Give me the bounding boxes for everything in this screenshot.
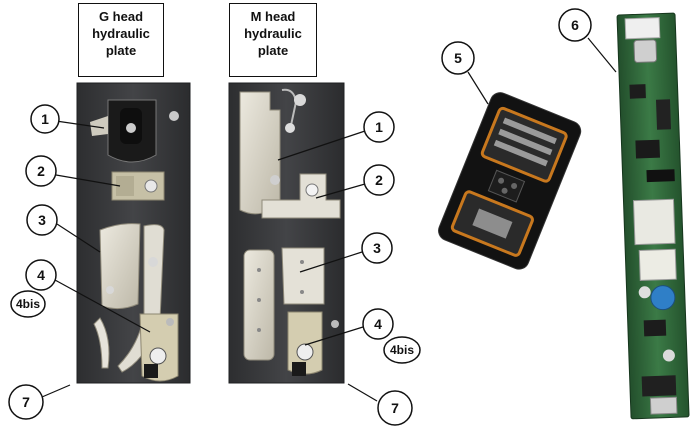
m-head-title-box: M head hydraulic plate bbox=[229, 3, 317, 77]
pcb-board bbox=[616, 12, 690, 420]
g-callout-4bis: 4bis bbox=[16, 297, 40, 311]
callout-5: 5 bbox=[454, 50, 462, 66]
connector-module bbox=[438, 92, 582, 270]
g-head-title-line-2: hydraulic bbox=[92, 26, 150, 41]
m-callouts: 1 2 3 4 4bis 7 bbox=[361, 111, 421, 426]
m-callout-3: 3 bbox=[373, 240, 381, 256]
m-callout-2: 2 bbox=[375, 172, 383, 188]
g-head-title-line-3: plate bbox=[105, 43, 137, 58]
g-head-title-box: G head hydraulic plate bbox=[78, 3, 164, 77]
g-callouts: 1 2 3 4 4bis 7 bbox=[8, 104, 60, 420]
g-callout-3: 3 bbox=[38, 212, 46, 228]
m-callout-1: 1 bbox=[375, 119, 383, 135]
callout-6: 6 bbox=[571, 17, 579, 33]
leader-lines bbox=[41, 37, 617, 402]
right-callouts: 5 6 bbox=[441, 8, 592, 75]
m-callout-4: 4 bbox=[374, 316, 382, 332]
g-callout-2: 2 bbox=[37, 163, 45, 179]
m-head-title-line-2: hydraulic bbox=[244, 26, 302, 41]
g-callout-1: 1 bbox=[41, 111, 49, 127]
m-head-plate bbox=[228, 82, 345, 384]
m-head-title-line-3: plate bbox=[257, 43, 289, 58]
g-head-title-line-1: G head bbox=[98, 9, 144, 24]
m-head-title-line-1: M head bbox=[250, 9, 296, 24]
m-callout-7: 7 bbox=[391, 400, 399, 416]
m-callout-4bis: 4bis bbox=[390, 343, 414, 357]
g-callout-4: 4 bbox=[37, 267, 45, 283]
g-head-plate bbox=[76, 82, 191, 384]
g-callout-7: 7 bbox=[22, 394, 30, 410]
